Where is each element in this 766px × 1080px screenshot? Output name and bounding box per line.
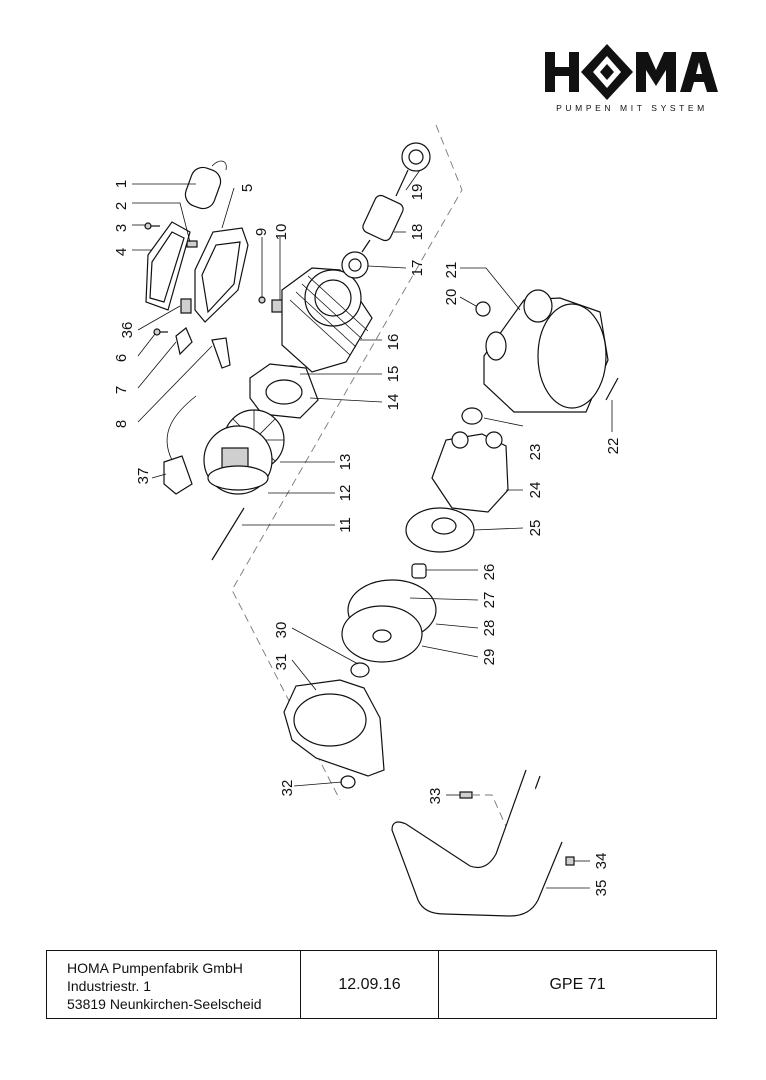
callout-37: 37 [135, 468, 152, 485]
leader-lines [132, 169, 613, 889]
callout-20: 20 [443, 289, 460, 306]
part-bolt-22 [605, 377, 619, 401]
part-bearing-17 [341, 251, 369, 279]
part-rotor-shaft [361, 169, 409, 253]
callout-28: 28 [481, 620, 498, 637]
logo-diamond-icon [581, 44, 633, 100]
callout-13: 13 [337, 454, 354, 471]
callout-labels: 1 2 3 4 5 6 7 8 9 10 11 12 13 14 15 16 1… [113, 180, 622, 897]
part-screw-3 [144, 222, 160, 230]
callout-16: 16 [385, 334, 402, 351]
company-street: Industriestr. 1 [67, 978, 152, 994]
callout-7: 7 [113, 386, 130, 394]
callout-17: 17 [409, 260, 426, 277]
callout-34: 34 [593, 853, 610, 870]
title-block: HOMA Pumpenfabrik GmbH Industriestr. 1 5… [46, 950, 717, 1019]
part-motor-housing [281, 267, 373, 373]
callout-14: 14 [385, 394, 402, 411]
drawing-date: 12.09.16 [301, 951, 439, 1018]
callout-23: 23 [527, 444, 544, 461]
part-26 [411, 563, 427, 579]
part-36 [180, 298, 192, 314]
callout-5: 5 [239, 184, 256, 192]
callout-35: 35 [593, 880, 610, 897]
part-30 [350, 662, 370, 678]
callout-1: 1 [113, 180, 130, 188]
part-drain-plug [475, 301, 491, 317]
callout-36: 36 [119, 322, 136, 339]
part-switch [211, 337, 231, 369]
part-fan-cover [203, 425, 273, 495]
exploded-view-drawing: 1 2 3 4 5 6 7 8 9 10 11 12 13 14 15 16 1… [113, 124, 622, 917]
part-screw-6 [153, 328, 168, 336]
assembly-axis-line [231, 124, 463, 801]
part-screw-2 [186, 240, 198, 248]
callout-26: 26 [481, 564, 498, 581]
callout-24: 24 [527, 482, 544, 499]
part-bearing-plate [249, 363, 319, 419]
callout-25: 25 [527, 520, 544, 537]
part-terminal-box-lid [145, 221, 191, 311]
callout-18: 18 [409, 224, 426, 241]
callout-30: 30 [273, 622, 290, 639]
company-city: 53819 Neunkirchen-Seelscheid [67, 996, 262, 1012]
part-32 [340, 775, 356, 789]
callout-32: 32 [279, 780, 296, 797]
part-diffuser [431, 431, 509, 513]
part-power-cable-plug [163, 395, 197, 495]
callout-27: 27 [481, 592, 498, 609]
callout-19: 19 [409, 184, 426, 201]
part-capacitor [184, 160, 227, 210]
part-terminal-box [194, 227, 249, 323]
callout-21: 21 [443, 262, 460, 279]
part-tie-rod [211, 507, 245, 561]
callout-33: 33 [427, 788, 444, 805]
callout-10: 10 [273, 224, 290, 241]
part-bearing-19 [401, 142, 431, 172]
callout-11: 11 [337, 517, 354, 533]
part-pump-housing [483, 289, 609, 413]
part-34 [565, 856, 575, 866]
callout-6: 6 [113, 354, 130, 362]
part-clamp [175, 327, 193, 356]
callout-15: 15 [385, 366, 402, 383]
company-name: HOMA Pumpenfabrik GmbH [67, 960, 243, 976]
callout-8: 8 [113, 420, 130, 428]
homa-logo: PUMPEN MIT SYSTEM [545, 44, 718, 113]
part-disk [341, 605, 423, 663]
part-base-housing [283, 679, 385, 777]
callout-22: 22 [605, 438, 622, 455]
callout-3: 3 [113, 224, 130, 232]
part-impeller [405, 507, 475, 553]
callout-2: 2 [113, 202, 130, 210]
part-23 [461, 407, 483, 425]
logo-tagline: PUMPEN MIT SYSTEM [556, 103, 708, 113]
model-name: GPE 71 [549, 975, 606, 993]
callout-9: 9 [253, 228, 270, 236]
callout-4: 4 [113, 248, 130, 256]
logo-wordmark [545, 44, 718, 100]
callout-12: 12 [337, 485, 354, 502]
callout-29: 29 [481, 649, 498, 666]
part-base-frame [391, 769, 563, 917]
callout-31: 31 [273, 654, 290, 671]
company-address: HOMA Pumpenfabrik GmbH Industriestr. 1 5… [47, 951, 301, 1018]
